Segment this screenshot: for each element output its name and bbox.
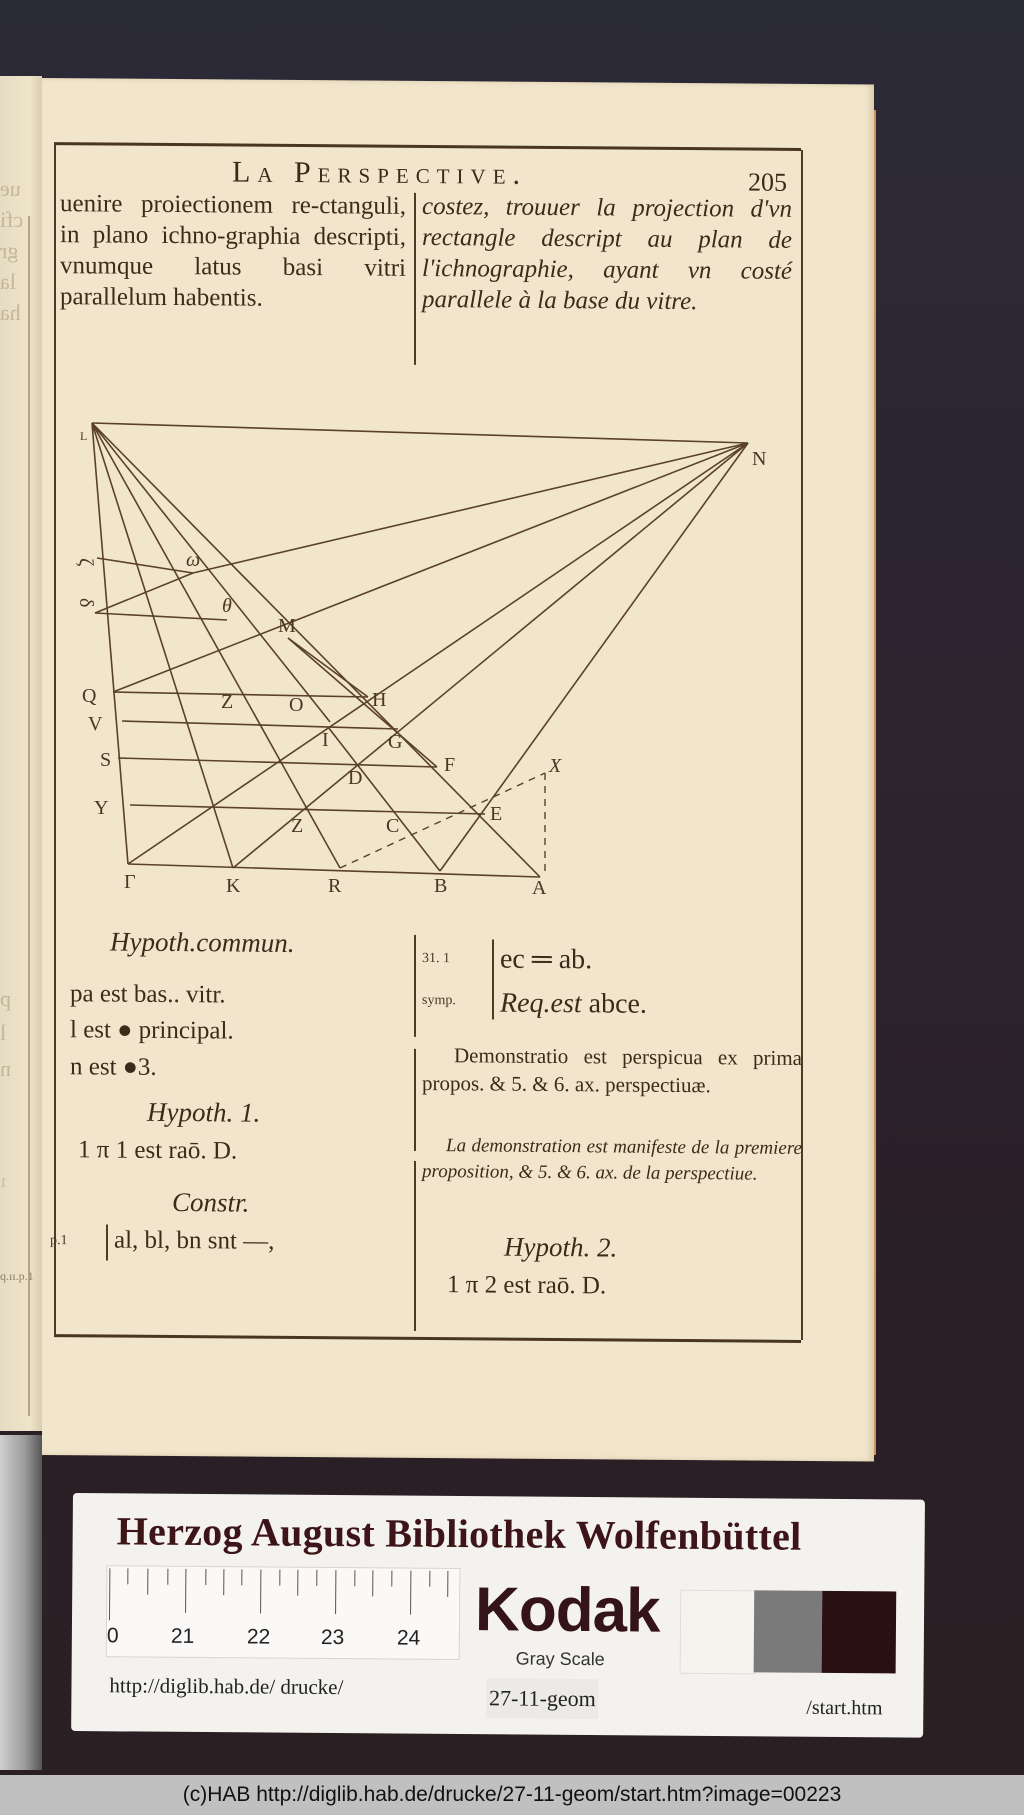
ruler-minor-tick [167, 1568, 169, 1585]
ghost-text: gr [0, 238, 19, 263]
hypoth1-title: Hypoth. 1. [147, 1096, 261, 1128]
ghost-text: ha [0, 300, 21, 325]
stmt-req: Req.est abce. [500, 987, 647, 1020]
kodak-logo: Kodak [474, 1575, 660, 1646]
ruler-number: 0 [106, 1624, 119, 1648]
ruler-minor-tick [391, 1570, 393, 1587]
ruler-minor-tick [223, 1569, 225, 1596]
ruler-minor-tick [447, 1570, 449, 1597]
document-id: 27-11-geom [486, 1678, 599, 1720]
previous-page-edge: ue cfi gr la ha p l n 1 q.ıı.p.1 [0, 76, 42, 1431]
ghost-text: n [0, 1056, 11, 1081]
latin-intro: uenire proiectionem re-ctanguli, in plan… [60, 190, 406, 312]
url-right: /start.htm [806, 1696, 883, 1720]
swatch-black [821, 1590, 897, 1674]
swatch-white [679, 1589, 757, 1675]
ruler-minor-tick [354, 1570, 356, 1587]
hypoth2-line: 1 π 2 est raō. D. [447, 1271, 607, 1300]
ghost-margin-ref: q.ıı.p.1 [0, 1269, 34, 1283]
ruler-minor-tick [127, 1568, 129, 1585]
library-name: Herzog August Bibliothek Wolfenbüttel [116, 1508, 802, 1559]
ruler-number: 23 [320, 1625, 345, 1650]
ruler-number: 21 [170, 1624, 195, 1648]
column-divider [414, 192, 416, 365]
ruler-minor-tick [316, 1569, 318, 1586]
ruler-minor-tick [297, 1569, 299, 1596]
ruler-minor-tick [147, 1568, 149, 1595]
hab-label-card: Herzog August Bibliothek Wolfenbüttel 0 … [71, 1493, 925, 1738]
ghost-text: l [0, 1020, 7, 1045]
ruler-tick [109, 1568, 111, 1621]
ruler-tick [410, 1570, 412, 1615]
ruler-minor-tick [279, 1569, 281, 1586]
right-col-bar-2 [414, 1048, 416, 1151]
constr-bar [106, 1224, 108, 1261]
ruler-number: 22 [246, 1625, 271, 1649]
ruler-tick [260, 1569, 262, 1614]
constr-margin-ref: p.1 [50, 1233, 68, 1249]
constr-title: Constr. [172, 1187, 250, 1218]
binder-clip [0, 1435, 42, 1770]
demo-french: La demonstration est manifeste de la pre… [422, 1135, 802, 1185]
copyright-footer: (c)HAB http://diglib.hab.de/drucke/27-11… [0, 1775, 1024, 1815]
ruler-minor-tick [205, 1569, 207, 1586]
hyp-line-3: n est ●3. [70, 1053, 157, 1081]
hypoth2-title: Hypoth. 2. [504, 1231, 618, 1263]
ghost-text: p [0, 986, 11, 1011]
url-left: http://diglib.hab.de/ drucke/ [109, 1673, 344, 1700]
ruler-tick [185, 1568, 187, 1613]
ref-31-1: 31. 1 [422, 950, 450, 967]
demo-latin: Demonstratio est perspicua ex prima prop… [422, 1043, 802, 1098]
running-head: La Perspective. [232, 155, 528, 191]
right-col-bar-3 [414, 1160, 416, 1331]
book-page: La Perspective. 205 uenire proiectionem … [42, 78, 874, 1462]
ruler-tick [335, 1570, 337, 1615]
ghost-text: la [0, 269, 16, 294]
hypoth-common-title: Hypoth.commun. [110, 926, 295, 958]
ruler: 0 21 22 23 24 [105, 1565, 461, 1661]
gray-scale-label: Gray Scale [515, 1648, 605, 1670]
french-intro: costez, trouuer la projection d'vn recta… [422, 192, 792, 316]
hyp-line-2: l est ● principal. [70, 1016, 234, 1045]
ghost-text: 1 [0, 1176, 7, 1191]
ruler-minor-tick [372, 1570, 374, 1597]
ruler-minor-tick [429, 1570, 431, 1587]
swatch-gray [753, 1590, 823, 1673]
hypoth1-line: 1 π 1 est raō. D. [78, 1136, 238, 1165]
ruler-number: 24 [396, 1626, 421, 1650]
ghost-text: cfi [0, 207, 24, 232]
ruler-minor-tick [241, 1569, 243, 1586]
previous-page-rule [28, 216, 30, 1416]
stmt-bar [492, 939, 494, 1020]
right-col-bar-1 [414, 934, 416, 1037]
ref-symp: symp. [422, 992, 456, 1009]
ghost-text: ue [0, 176, 21, 201]
constr-line: al, bl, bn snt —, [114, 1226, 275, 1255]
stmt-ec-ab: ec ═ ab. [500, 943, 593, 976]
hyp-line-1: pa est bas.. vitr. [70, 980, 226, 1009]
